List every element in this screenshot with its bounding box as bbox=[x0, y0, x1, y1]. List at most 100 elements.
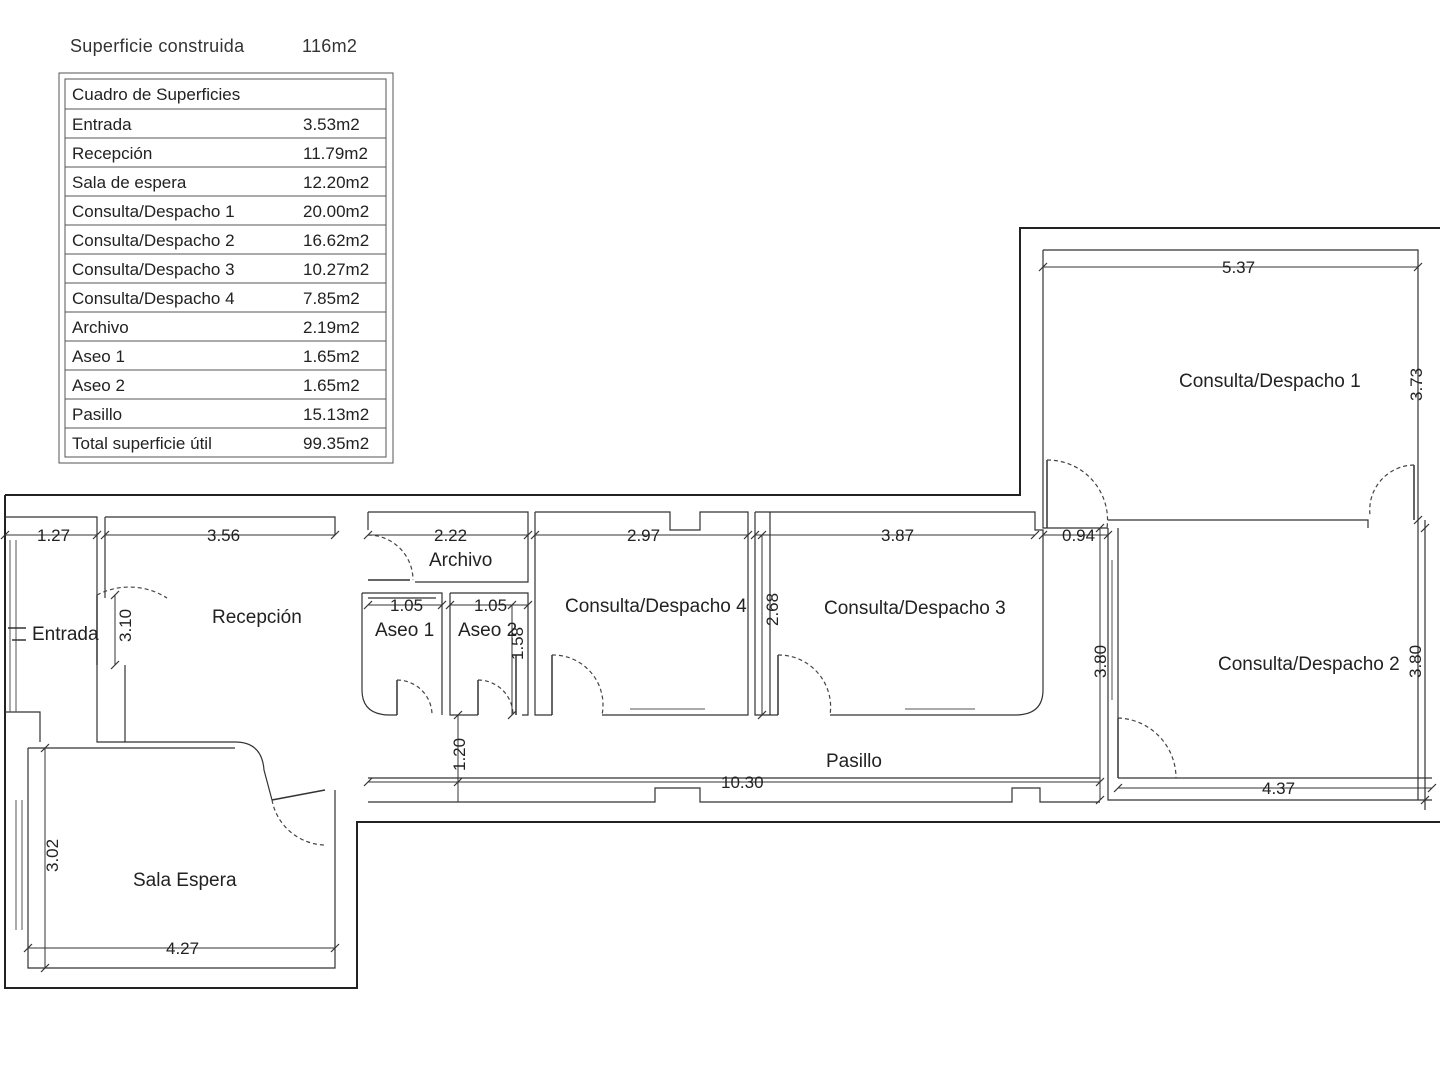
dimension-tick bbox=[330, 943, 340, 953]
dimension-tick bbox=[1103, 530, 1113, 540]
dim-aseo2-w: 1.05 bbox=[474, 596, 507, 615]
dimension-tick bbox=[453, 710, 463, 720]
dimension-tick bbox=[110, 590, 120, 600]
dimension-tick bbox=[0, 530, 10, 540]
dimension-tick bbox=[1427, 783, 1437, 793]
dimension-tick bbox=[363, 530, 373, 540]
table-row-area: 99.35m2 bbox=[303, 434, 369, 453]
dimension-tick bbox=[437, 600, 447, 610]
dim-aseo1-w: 1.05 bbox=[390, 596, 423, 615]
dimension-tick bbox=[750, 530, 760, 540]
table-row-name: Recepción bbox=[72, 144, 152, 163]
dimension-tick bbox=[523, 530, 533, 540]
room-entrada: Entrada bbox=[32, 624, 99, 645]
dim-recepcion-h: 3.10 bbox=[116, 609, 135, 642]
room-pasillo: Pasillo bbox=[826, 751, 882, 772]
table-row-area: 3.53m2 bbox=[303, 115, 360, 134]
room-despacho3: Consulta/Despacho 3 bbox=[824, 598, 1006, 619]
dimension-tick bbox=[1113, 783, 1123, 793]
table-row-area: 10.27m2 bbox=[303, 260, 369, 279]
windows bbox=[9, 540, 1113, 930]
dimension-tick bbox=[757, 710, 767, 720]
dimension-tick bbox=[92, 530, 102, 540]
table-row-area: 2.19m2 bbox=[303, 318, 360, 337]
dimension-tick bbox=[1095, 777, 1105, 787]
dimension-tick bbox=[100, 530, 110, 540]
table-row-area: 15.13m2 bbox=[303, 405, 369, 424]
dimension-tick bbox=[507, 600, 517, 610]
dimension-tick bbox=[523, 600, 533, 610]
dim-pasillo-w: 10.30 bbox=[721, 773, 764, 792]
dimension-tick bbox=[445, 600, 455, 610]
dim-entrada-w: 1.27 bbox=[37, 526, 70, 545]
dim-sala-h: 3.02 bbox=[43, 839, 62, 872]
dimension-tick bbox=[330, 530, 340, 540]
room-aseo2: Aseo 2 bbox=[458, 620, 517, 641]
dim-aseo-h: 1.58 bbox=[508, 627, 527, 660]
dim-pasillo-h: 1.20 bbox=[450, 738, 469, 771]
room-labels: Entrada Recepción Sala Espera Archivo As… bbox=[32, 371, 1400, 891]
room-despacho1: Consulta/Despacho 1 bbox=[1179, 371, 1361, 392]
table-row-name: Aseo 2 bbox=[72, 376, 125, 395]
dim-despacho3-h: 2.68 bbox=[763, 593, 782, 626]
dimension-tick bbox=[743, 530, 753, 540]
dimension-tick bbox=[1413, 515, 1423, 525]
dim-passage-w: 0.94 bbox=[1062, 526, 1095, 545]
outer-walls bbox=[4, 227, 1440, 989]
dimension-tick bbox=[40, 963, 50, 973]
table-row-area: 12.20m2 bbox=[303, 173, 369, 192]
dimension-tick bbox=[1420, 795, 1430, 805]
room-archivo: Archivo bbox=[429, 550, 492, 571]
dimension-tick bbox=[530, 530, 540, 540]
table-row-area: 11.79m2 bbox=[303, 144, 368, 163]
table-row-name: Pasillo bbox=[72, 405, 122, 424]
summary-value: 116m2 bbox=[302, 36, 357, 56]
dimension-tick bbox=[1095, 523, 1105, 533]
room-recepcion: Recepción bbox=[212, 607, 302, 628]
dimension-tick bbox=[1095, 795, 1105, 805]
table-row-name: Consulta/Despacho 2 bbox=[72, 231, 235, 250]
table-row-name: Aseo 1 bbox=[72, 347, 125, 366]
table-row-name: Consulta/Despacho 1 bbox=[72, 202, 235, 221]
dim-sala-w: 4.27 bbox=[166, 939, 199, 958]
room-despacho2: Consulta/Despacho 2 bbox=[1218, 654, 1400, 675]
table-row-area: 20.00m2 bbox=[303, 202, 369, 221]
dimension-tick bbox=[453, 777, 463, 787]
dimension-tick bbox=[1038, 530, 1048, 540]
table-row-name: Archivo bbox=[72, 318, 129, 337]
table-row-area: 7.85m2 bbox=[303, 289, 360, 308]
dimension-tick bbox=[1420, 523, 1430, 533]
table-row-name: Total superficie útil bbox=[72, 434, 212, 453]
dim-despacho1-h: 3.73 bbox=[1407, 368, 1426, 401]
room-despacho4: Consulta/Despacho 4 bbox=[565, 596, 747, 617]
table-row-area: 1.65m2 bbox=[303, 376, 360, 395]
table-row-name: Consulta/Despacho 4 bbox=[72, 289, 235, 308]
dimension-tick bbox=[363, 777, 373, 787]
dim-despacho2-h-left: 3.80 bbox=[1091, 645, 1110, 678]
dim-despacho2-w: 4.37 bbox=[1262, 779, 1295, 798]
summary-label: Superficie construida bbox=[70, 36, 245, 56]
table-row-name: Consulta/Despacho 3 bbox=[72, 260, 235, 279]
dimension-tick bbox=[363, 600, 373, 610]
dimension-labels: 1.27 3.56 2.22 2.97 3.87 0.94 5.37 4.37 … bbox=[37, 258, 1426, 958]
dim-despacho1-w: 5.37 bbox=[1222, 258, 1255, 277]
doors bbox=[8, 459, 1415, 846]
surface-table: Cuadro de Superficies Entrada 3.53m2Recep… bbox=[58, 72, 394, 464]
dim-recepcion-w: 3.56 bbox=[207, 526, 240, 545]
dimension-tick bbox=[1038, 262, 1048, 272]
dimension-tick bbox=[1413, 262, 1423, 272]
dimension-tick bbox=[507, 710, 517, 720]
dimension-tick bbox=[1030, 530, 1040, 540]
interior-walls bbox=[5, 511, 1432, 969]
room-aseo1: Aseo 1 bbox=[375, 620, 434, 641]
dimension-tick bbox=[110, 660, 120, 670]
table-row-name: Sala de espera bbox=[72, 173, 187, 192]
room-sala-espera: Sala Espera bbox=[133, 870, 237, 891]
dim-archivo-w: 2.22 bbox=[434, 526, 467, 545]
table-title: Cuadro de Superficies bbox=[72, 85, 240, 104]
dimension-lines bbox=[5, 266, 1432, 968]
table-row-name: Entrada bbox=[72, 115, 132, 134]
dim-despacho3-w: 3.87 bbox=[881, 526, 914, 545]
